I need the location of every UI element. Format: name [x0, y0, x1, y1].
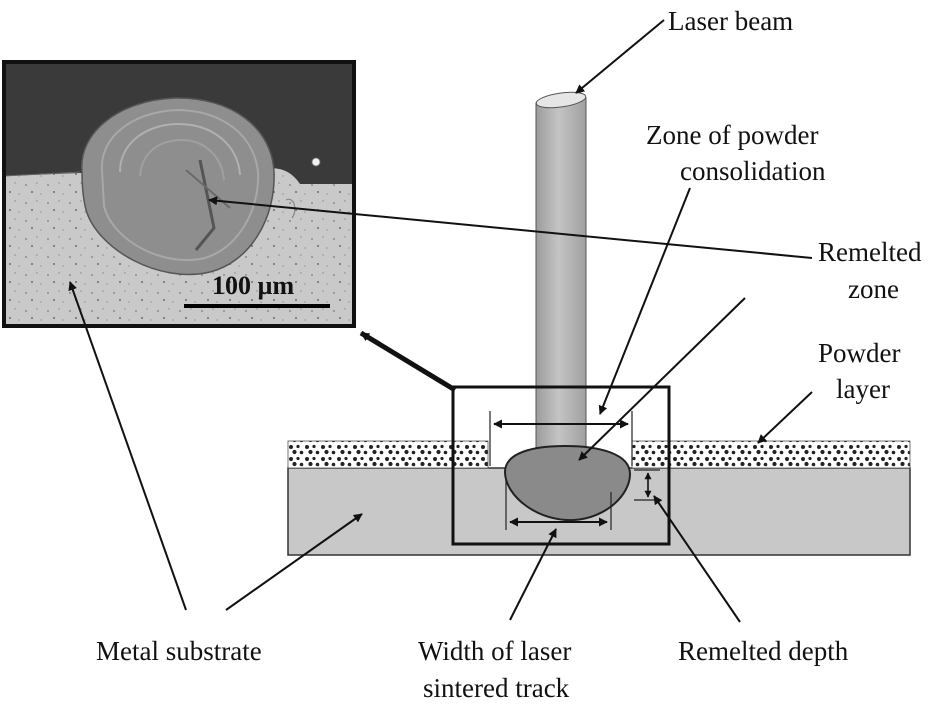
label-remelted-zone-2: zone: [848, 274, 899, 304]
powder-layer-right: [631, 440, 911, 469]
powder-layer-arrow: [757, 391, 813, 444]
remelted-zone-micrograph-arrow: [208, 196, 813, 259]
label-width-sintered-1: Width of laser: [418, 636, 571, 666]
laser-beam-arrow: [575, 19, 665, 94]
remelted-zone-arrow: [578, 297, 746, 461]
label-zone-consolidation-1: Zone of powder: [646, 120, 818, 150]
micrograph-inset: [2, 60, 356, 328]
laser-beam: [535, 97, 587, 463]
scale-bar-label: 100 µm: [212, 271, 294, 300]
melt-pool: [503, 444, 632, 522]
magnifier-frame: [451, 385, 671, 546]
remelted-depth-leader: [653, 495, 741, 623]
track-width-leader: [509, 528, 557, 621]
laser-beam-top: [535, 91, 587, 109]
metal-substrate-arrow: [225, 513, 363, 611]
label-metal-substrate: Metal substrate: [96, 636, 262, 666]
consolidation-arrow: [598, 187, 691, 415]
metal-substrate-arrow: [68, 281, 187, 611]
label-zone-consolidation-2: consolidation: [680, 156, 826, 186]
label-laser-beam: Laser beam: [668, 6, 793, 36]
zoom-arrow: [359, 330, 457, 393]
label-width-sintered-2: sintered track: [423, 673, 570, 703]
label-powder-layer-1: Powder: [818, 338, 901, 368]
label-remelted-zone-1: Remelted: [818, 237, 922, 267]
label-powder-layer-2: layer: [836, 374, 890, 404]
powder-layer-left: [287, 440, 489, 469]
label-remelted-depth: Remelted depth: [678, 636, 849, 666]
